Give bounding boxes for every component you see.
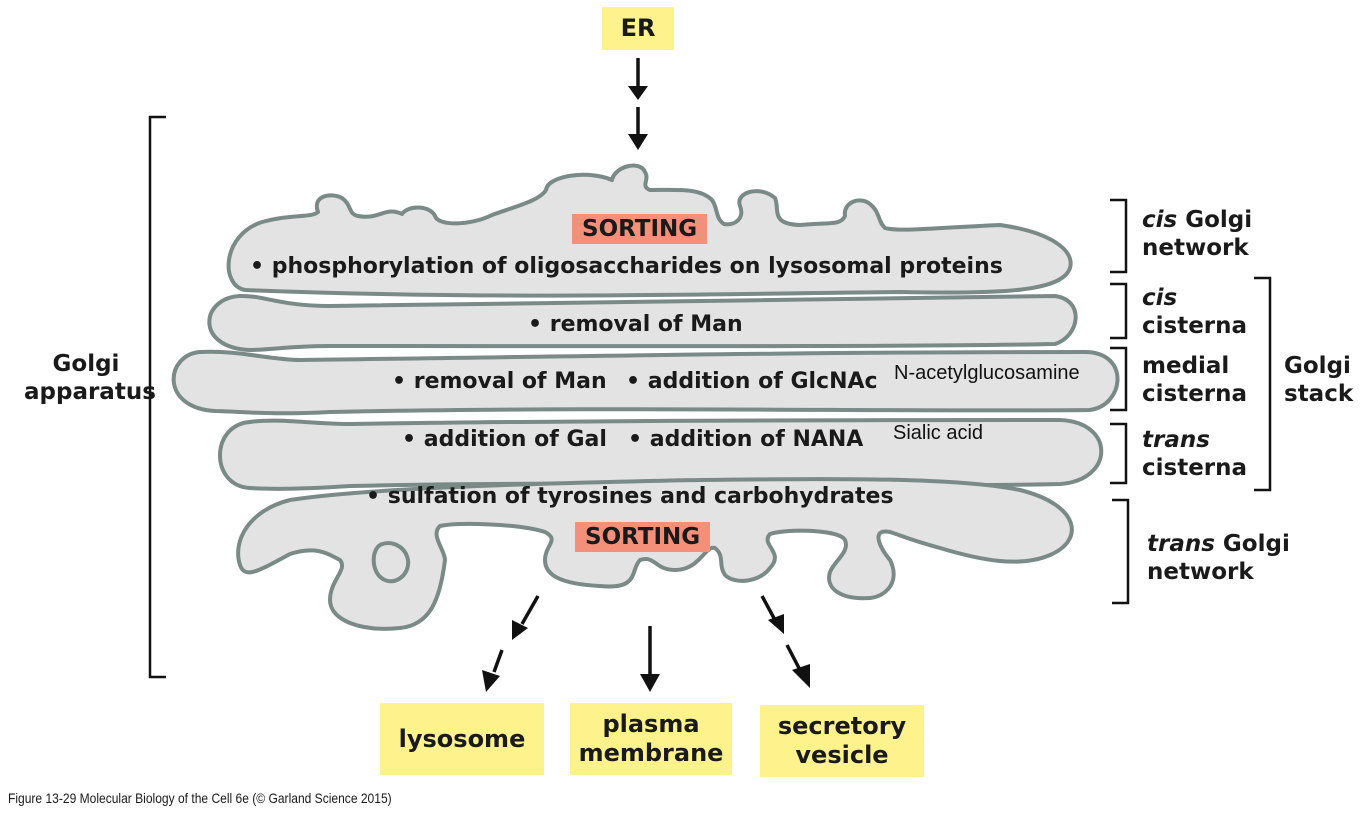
bracket-trans-cisterna — [1110, 422, 1128, 485]
cis-italic: cis — [1142, 207, 1178, 233]
process-addition-of-gal: • addition of Gal — [402, 427, 607, 452]
golgi-apparatus-line1: Golgi — [52, 351, 120, 377]
network-word: network — [1147, 559, 1254, 585]
bracket-cis-golgi-network — [1110, 198, 1128, 274]
cisterna-word: cisterna — [1142, 381, 1248, 407]
trans-cisterna-label: trans cisterna — [1142, 426, 1247, 482]
destination-line2: vesicle — [795, 741, 889, 769]
medial-word: medial — [1142, 353, 1230, 379]
golgi-word: Golgi — [1177, 207, 1253, 233]
bracket-medial-cisterna — [1110, 346, 1128, 412]
process-phosphorylation: • phosphorylation of oligosaccharides on… — [250, 254, 1003, 279]
network-word: network — [1142, 235, 1249, 261]
stack-word: stack — [1284, 381, 1354, 407]
medial-cisterna-shape — [171, 349, 1120, 416]
bud-shape — [371, 541, 411, 584]
arrowhead — [628, 134, 648, 150]
er-box: ER — [602, 7, 674, 50]
process-medial-removal-of-man: • removal of Man — [392, 369, 607, 394]
destination-line1: lysosome — [398, 724, 526, 753]
note-sialic-acid: Sialic acid — [893, 422, 984, 444]
er-arrows — [628, 58, 648, 150]
trans-italic: trans — [1147, 531, 1215, 557]
sorting-label-top: SORTING — [572, 214, 708, 244]
process-addition-of-glcnac: • addition of GlcNAc — [626, 369, 878, 394]
arrow-secretory-1 — [760, 595, 777, 621]
arrow-secretory-2 — [785, 644, 802, 671]
golgi-apparatus-bracket — [148, 115, 166, 679]
bracket-golgi-stack — [1254, 276, 1272, 492]
cisterna-word: cisterna — [1142, 313, 1248, 339]
arrowhead — [640, 674, 660, 692]
trans-golgi-network-label: trans Golgi network — [1147, 530, 1290, 586]
medial-cisterna-label: medial cisterna — [1142, 352, 1247, 408]
right-brackets — [1110, 198, 1272, 605]
note-n-acetylglucosamine: N-acetylglucosamine — [894, 362, 1080, 384]
arrowhead — [768, 614, 784, 634]
cis-italic: cis — [1142, 285, 1178, 311]
golgi-apparatus-label: Golgi apparatus — [24, 350, 156, 406]
process-sulfation: • sulfation of tyrosines and carbohydrat… — [366, 484, 894, 509]
golgi-apparatus-line2: apparatus — [24, 379, 156, 405]
cisterna-word: cisterna — [1142, 455, 1248, 481]
trans-italic: trans — [1142, 427, 1210, 453]
process-cis-removal-of-man: • removal of Man — [528, 312, 743, 337]
cis-cisterna-shape — [207, 293, 1078, 352]
destination-line1: secretory — [777, 712, 907, 740]
cis-golgi-network-label: cis Golgi network — [1142, 206, 1252, 262]
arrowhead — [482, 670, 500, 692]
er-label: ER — [620, 14, 656, 42]
arrowhead — [512, 620, 528, 640]
trans-cisterna-shape — [218, 418, 1104, 491]
golgi-word: Golgi — [1214, 531, 1290, 557]
arrow-lysosome-2 — [492, 649, 504, 673]
bracket-trans-golgi-network — [1112, 498, 1130, 605]
figure-caption: Figure 13-29 Molecular Biology of the Ce… — [8, 790, 392, 806]
trans-golgi-network-shape — [236, 477, 1074, 631]
cis-cisterna-label: cis cisterna — [1142, 284, 1247, 340]
destination-line1: plasma — [602, 710, 700, 738]
destination-line2: membrane — [578, 739, 724, 767]
destination-lysosome: lysosome — [380, 703, 544, 775]
exit-arrows — [482, 595, 810, 692]
arrow-lysosome-1 — [520, 595, 540, 625]
arrowhead — [792, 664, 810, 688]
arrowhead — [628, 86, 648, 100]
bracket-cis-cisterna — [1110, 282, 1128, 340]
process-addition-of-nana: • addition of NANA — [628, 427, 864, 452]
golgi-word: Golgi — [1284, 353, 1351, 379]
golgi-stack-label: Golgi stack — [1284, 352, 1353, 408]
sorting-label-bottom: SORTING — [575, 522, 711, 552]
